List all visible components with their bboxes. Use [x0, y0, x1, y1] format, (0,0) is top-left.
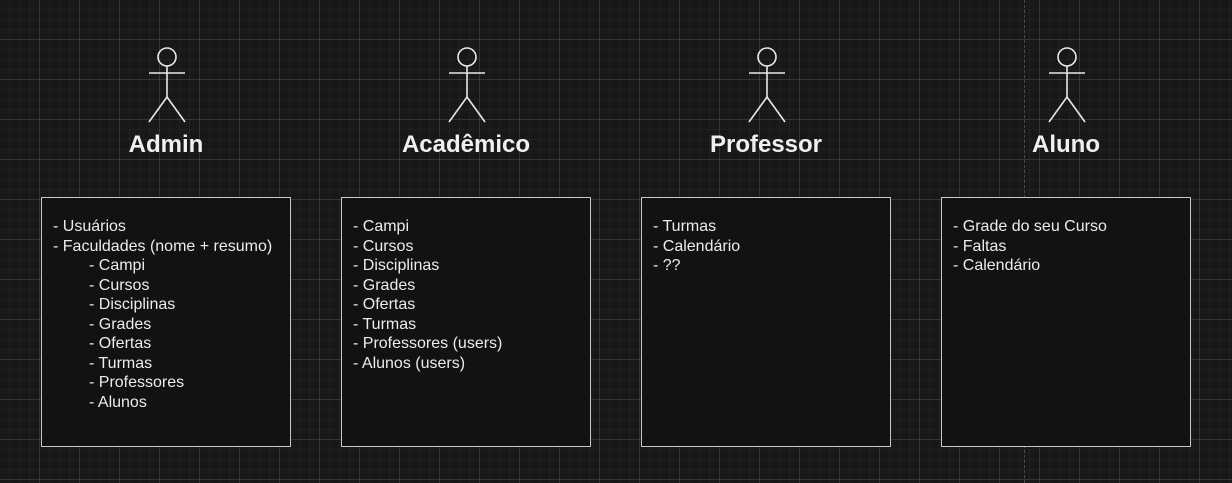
list-item: - Cursos	[353, 237, 414, 255]
list-item: - Disciplinas	[353, 257, 440, 274]
list-item: - Campi	[89, 257, 146, 274]
stick-figure-icon	[448, 47, 486, 123]
list-item: - Alunos (users)	[353, 354, 466, 372]
list-item: - Calendário	[653, 237, 741, 255]
list-item: - Faculdades (nome + resumo)	[53, 237, 273, 255]
list-item: - Campi	[353, 218, 410, 235]
actor-name: Aluno	[1032, 131, 1100, 158]
list-item: - Usuários	[53, 218, 126, 235]
stick-figure-icon	[748, 47, 786, 123]
actor-name: Professor	[709, 131, 823, 158]
list-item: - Ofertas	[353, 296, 416, 313]
list-item: - Turmas	[653, 218, 717, 235]
list-item: - Disciplinas	[89, 296, 176, 313]
list-item: - Cursos	[89, 276, 150, 294]
admin-permissions-box[interactable]: - Usuários - Faculdades (nome + resumo) …	[41, 197, 291, 447]
list-item: - Grade do seu Curso	[953, 218, 1107, 235]
list-item: - Faltas	[953, 237, 1007, 255]
list-item: - Turmas	[353, 315, 417, 333]
stick-figure-icon	[148, 47, 186, 123]
aluno-permissions-box[interactable]: - Grade do seu Curso - Faltas - Calendár…	[941, 197, 1191, 447]
list-item: - Ofertas	[89, 335, 152, 352]
list-item: - Grades	[353, 276, 416, 294]
list-item: - Professores	[89, 374, 185, 391]
actor-academico[interactable]: Acadêmico	[346, 45, 586, 165]
actor-admin[interactable]: Admin	[46, 45, 286, 165]
actor-aluno[interactable]: Aluno	[946, 45, 1186, 165]
professor-permissions-box[interactable]: - Turmas - Calendário - ??	[641, 197, 891, 447]
actor-name: Acadêmico	[401, 131, 531, 158]
list-item: - ??	[653, 257, 681, 274]
list-item: - Turmas	[89, 354, 153, 372]
actor-professor[interactable]: Professor	[646, 45, 886, 165]
list-item: - Grades	[89, 315, 152, 333]
academico-permissions-box[interactable]: - Campi - Cursos - Disciplinas - Grades …	[341, 197, 591, 447]
list-item: - Calendário	[953, 257, 1041, 274]
stick-figure-icon	[1048, 47, 1086, 123]
actor-name: Admin	[128, 131, 204, 158]
list-item: - Alunos	[89, 393, 147, 411]
list-item: - Professores (users)	[353, 335, 503, 352]
